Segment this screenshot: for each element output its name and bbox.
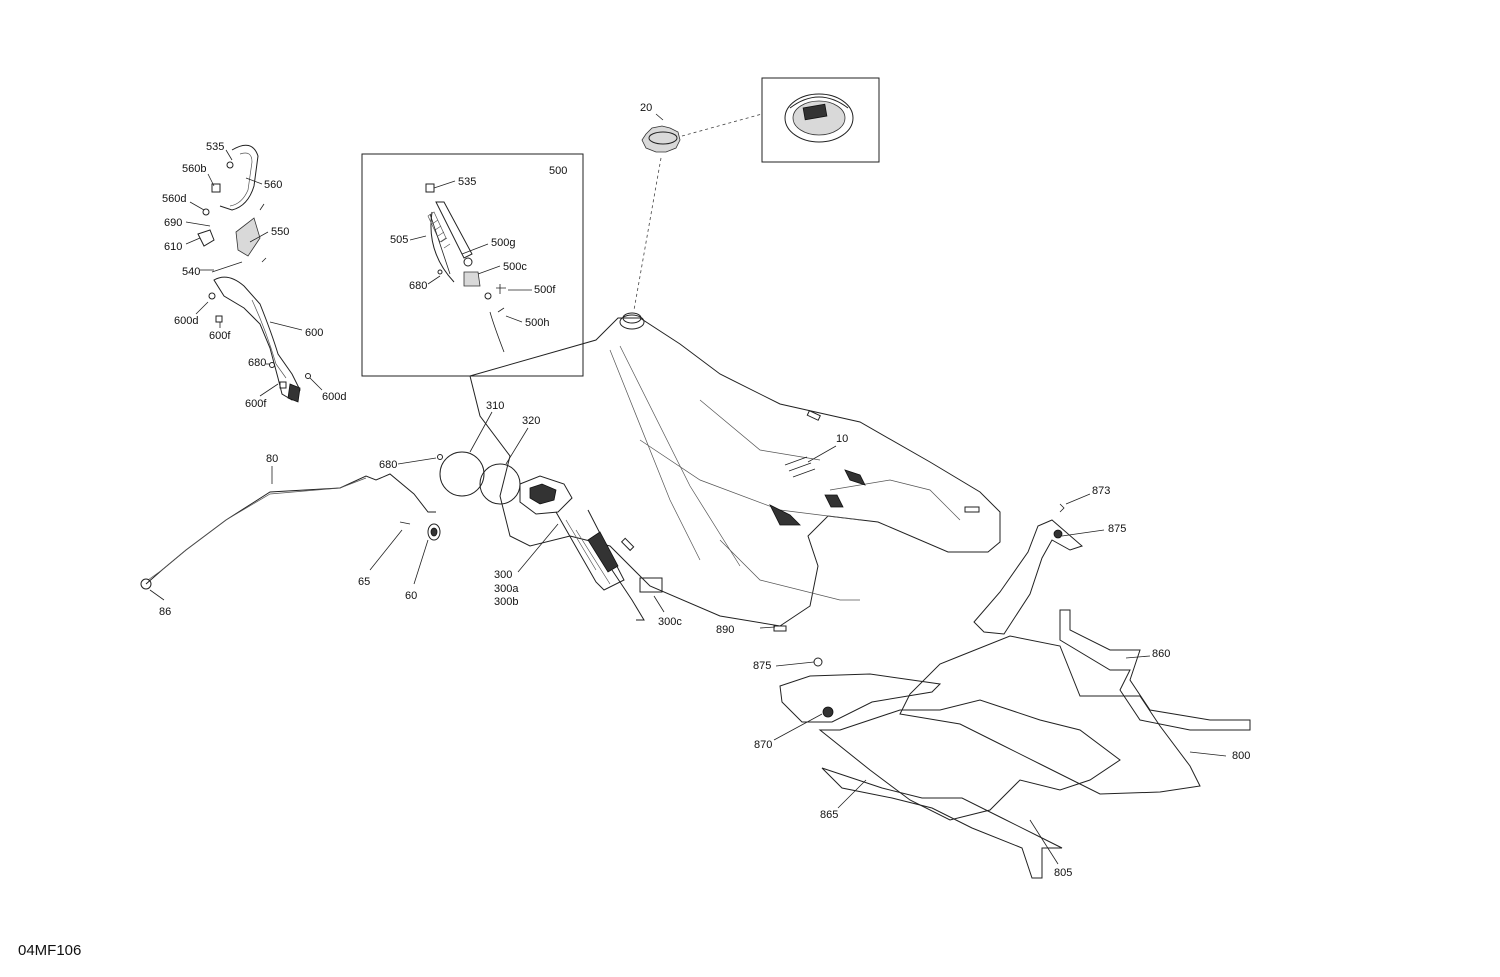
fuel-tank [469, 312, 1001, 632]
callout-680-ring: 680 [379, 459, 397, 471]
callout-500h: 500h [525, 317, 549, 329]
callout-300: 300 [494, 569, 512, 581]
callout-560: 560 [264, 179, 282, 191]
callout-10: 10 [836, 433, 848, 445]
callout-300a: 300a [494, 583, 519, 595]
callout-310: 310 [486, 400, 504, 412]
callout-870: 870 [754, 739, 772, 751]
callout-300b: 300b [494, 596, 518, 608]
callout-500f: 500f [534, 284, 556, 296]
callout-505: 505 [390, 234, 408, 246]
callout-800: 800 [1232, 750, 1250, 762]
callout-600f-lower: 600f [245, 398, 267, 410]
leader-lines [149, 149, 1227, 865]
callout-535-inset: 535 [458, 176, 476, 188]
callout-65: 65 [358, 576, 370, 588]
fuel-cap [641, 113, 681, 153]
callout-535: 535 [206, 141, 224, 153]
callout-680: 680 [248, 357, 266, 369]
callout-690: 690 [164, 217, 182, 229]
callout-560d: 560d [162, 193, 186, 205]
callout-80: 80 [266, 453, 278, 465]
callout-300c: 300c [658, 616, 682, 628]
pump-assembly [437, 451, 663, 621]
callout-86: 86 [159, 606, 171, 618]
callout-540: 540 [182, 266, 200, 278]
callout-600f: 600f [209, 330, 231, 342]
inset-label-500: 500 [549, 165, 567, 177]
callout-560b: 560b [182, 163, 206, 175]
callout-873: 873 [1092, 485, 1110, 497]
callout-20: 20 [640, 102, 652, 114]
callout-320: 320 [522, 415, 540, 427]
skid-plates [779, 503, 1251, 879]
callout-600d: 600d [174, 315, 198, 327]
callout-860: 860 [1152, 648, 1170, 660]
callout-60: 60 [405, 590, 417, 602]
breather-line [140, 473, 441, 590]
callout-500c: 500c [503, 261, 527, 273]
figure-reference: 04MF106 [18, 942, 81, 959]
callout-600d-lower: 600d [322, 391, 346, 403]
fuel-cap-detail [761, 77, 880, 163]
filler-neck-assembly [197, 144, 311, 403]
callout-680-inset: 680 [409, 280, 427, 292]
callout-865: 865 [820, 809, 838, 821]
callout-labels: 20 10 535 560b 560 560d 690 610 550 540 … [159, 102, 1250, 879]
callout-500g: 500g [491, 237, 515, 249]
callout-805: 805 [1054, 867, 1072, 879]
callout-550: 550 [271, 226, 289, 238]
inset-box-500 [361, 153, 584, 377]
callout-890: 890 [716, 624, 734, 636]
callout-875: 875 [1108, 523, 1126, 535]
callout-610: 610 [164, 241, 182, 253]
callout-600: 600 [305, 327, 323, 339]
callout-875-lower: 875 [753, 660, 771, 672]
